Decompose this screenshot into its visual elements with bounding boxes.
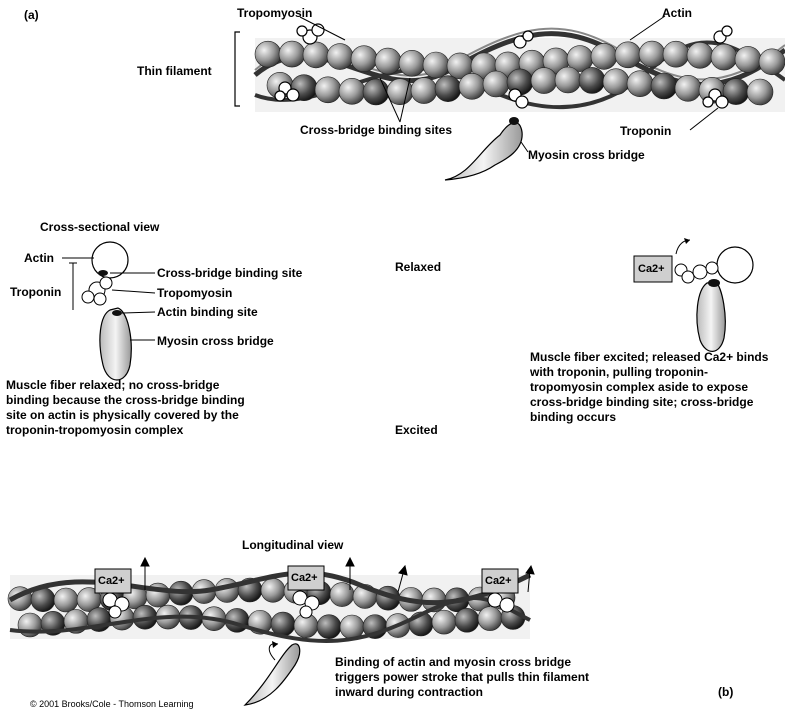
actin-monomer <box>478 607 502 631</box>
label-myosin-cross-bridge-cs: Myosin cross bridge <box>157 334 274 348</box>
actin-monomer <box>747 79 773 105</box>
label-actin-binding-site-cs: Actin binding site <box>157 305 258 319</box>
myosin-head-b <box>245 641 300 705</box>
calcium-label-3: Ca2+ <box>485 574 512 588</box>
actin-monomer <box>459 73 485 99</box>
actin-monomer <box>651 73 677 99</box>
actin-monomer <box>579 67 605 93</box>
relaxed-caption: Muscle fiber relaxed; no cross-bridge bi… <box>6 378 256 438</box>
excited-cross-section <box>634 238 753 351</box>
actin-monomer <box>432 610 456 634</box>
actin-monomer <box>315 77 341 103</box>
power-stroke-caption: Binding of actin and myosin cross bridge… <box>335 655 605 700</box>
actin-monomer <box>639 41 665 67</box>
cross-section-view <box>69 242 131 380</box>
label-troponin-a: Troponin <box>620 124 671 138</box>
actin-monomer <box>339 78 365 104</box>
actin-monomer <box>435 76 461 102</box>
actin-monomer <box>303 42 329 68</box>
actin-monomer <box>531 68 557 94</box>
actin-monomer <box>675 75 701 101</box>
state-excited: Excited <box>395 423 438 437</box>
actin-monomer <box>627 71 653 97</box>
calcium-label-2: Ca2+ <box>291 571 318 585</box>
actin-monomer <box>411 78 437 104</box>
actin-monomer <box>423 52 449 78</box>
state-relaxed: Relaxed <box>395 260 441 274</box>
actin-monomer <box>279 41 305 67</box>
actin-monomer <box>483 71 509 97</box>
actin-monomer <box>735 46 761 72</box>
actin-monomer <box>317 615 341 639</box>
label-myosin-cross-bridge-a: Myosin cross bridge <box>528 148 645 162</box>
calcium-label-1: Ca2+ <box>98 574 125 588</box>
label-actin-cs: Actin <box>24 251 54 265</box>
label-actin-a: Actin <box>662 6 692 20</box>
actin-monomer <box>555 67 581 93</box>
label-troponin-cs: Troponin <box>10 285 61 299</box>
myosin-head-a <box>445 117 522 180</box>
actin-monomer <box>363 79 389 105</box>
actin-monomer <box>687 42 713 68</box>
actin-monomer <box>615 42 641 68</box>
actin-monomer <box>54 588 78 612</box>
thin-filament-bracket <box>235 32 240 106</box>
actin-monomer <box>255 41 281 67</box>
actin-monomer <box>261 578 285 602</box>
panel-b-letter: (b) <box>718 685 733 699</box>
cross-section-title: Cross-sectional view <box>40 220 159 234</box>
actin-monomer <box>327 44 353 70</box>
panel-a-letter: (a) <box>24 8 39 22</box>
label-tropomyosin-cs: Tropomyosin <box>157 286 232 300</box>
label-cross-bridge-binding-site-cs: Cross-bridge binding site <box>157 266 302 280</box>
actin-monomer <box>399 50 425 76</box>
actin-monomer <box>663 41 689 67</box>
actin-monomer <box>455 608 479 632</box>
actin-monomer <box>591 43 617 69</box>
actin-monomer <box>603 69 629 95</box>
longitudinal-title: Longitudinal view <box>242 538 343 552</box>
actin-monomer <box>351 46 377 72</box>
label-cross-bridge-binding-sites: Cross-bridge binding sites <box>300 123 452 137</box>
label-thin-filament: Thin filament <box>137 64 212 78</box>
calcium-label-excited: Ca2+ <box>638 262 665 276</box>
label-tropomyosin-a: Tropomyosin <box>237 6 312 20</box>
excited-caption: Muscle fiber excited; released Ca2+ bind… <box>530 350 780 425</box>
actin-monomer <box>759 49 785 75</box>
actin-monomer <box>711 44 737 70</box>
actin-monomer <box>375 48 401 74</box>
